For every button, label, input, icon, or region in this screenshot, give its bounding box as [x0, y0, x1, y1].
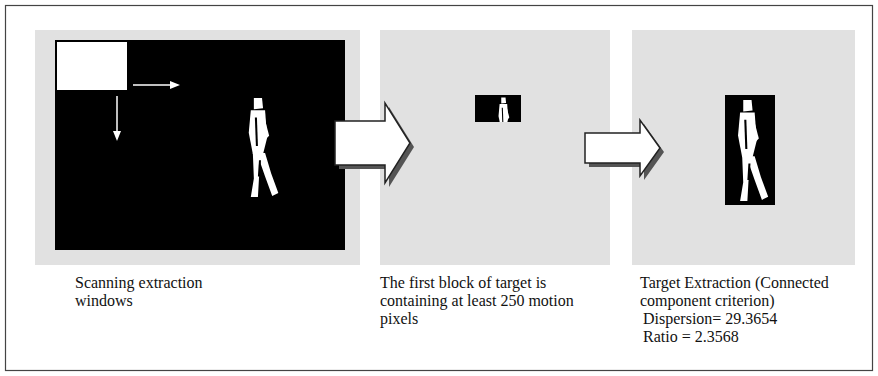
panel-ground: [632, 30, 855, 265]
target-block: [475, 95, 521, 122]
stage-panel: Scanning extraction windows: [35, 30, 360, 265]
walking-person: [499, 98, 515, 122]
flow-arrow: [335, 103, 414, 187]
measure-value: Ratio = 2.3568: [643, 328, 871, 346]
flow-arrow: [585, 120, 664, 180]
stage-panel: Target Extraction (Connected component c…: [632, 30, 855, 265]
stage-panel: The first block of target is containing …: [380, 30, 610, 265]
walking-person: [738, 100, 768, 201]
outer-frame: [6, 6, 873, 371]
scan-arrowhead: [170, 81, 180, 89]
panel-ground: [35, 30, 360, 265]
block-arrow: [585, 120, 660, 176]
scan-arrow: [116, 96, 118, 133]
scan-arrow: [133, 84, 172, 86]
extracted-target: [725, 95, 775, 205]
panel-caption: Scanning extraction windows: [75, 274, 240, 310]
measure-value: Dispersion= 29.3654: [643, 310, 871, 328]
extraction-window: [57, 42, 127, 90]
scan-arrowhead: [113, 131, 121, 141]
walking-person: [249, 98, 279, 197]
motion-frame: [55, 40, 345, 250]
panel-ground: [380, 30, 610, 265]
panel-caption: Target Extraction (Connected component c…: [640, 274, 868, 310]
panel-caption: The first block of target is containing …: [380, 274, 590, 328]
block-arrow: [335, 103, 410, 183]
